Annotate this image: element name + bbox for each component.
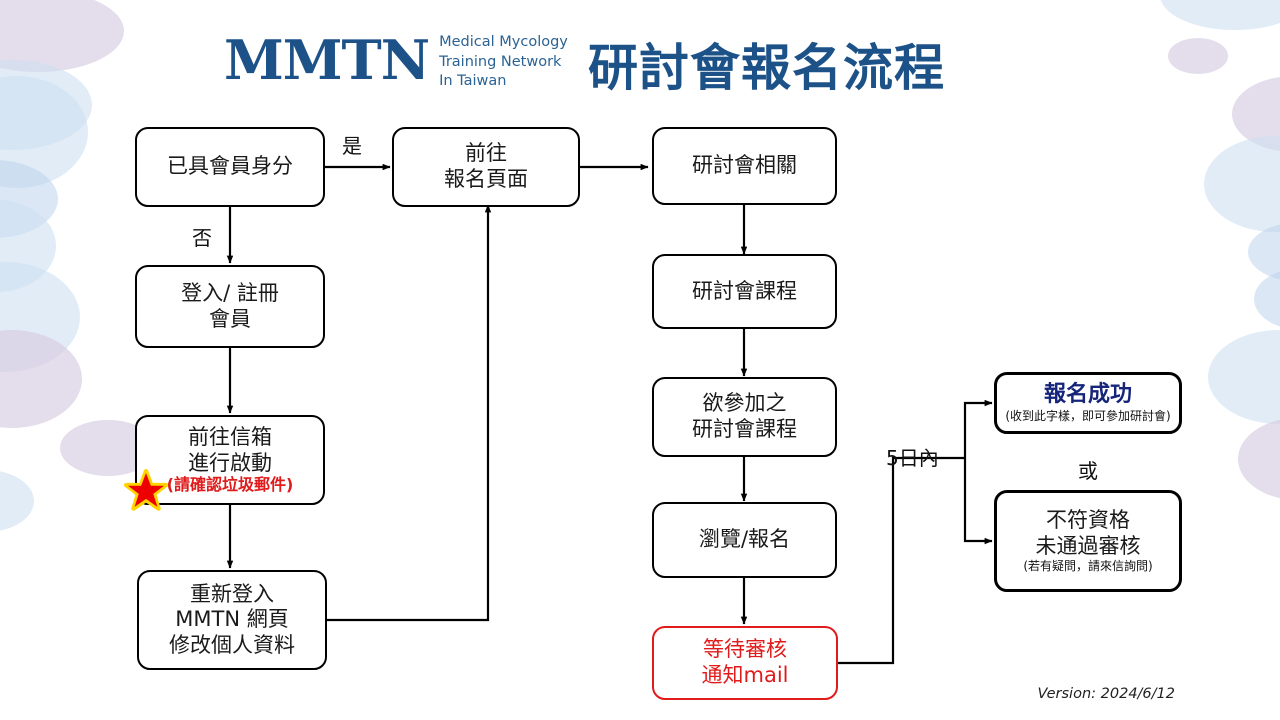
node-relogin-edit[interactable]: 重新登入 MMTN 網頁 修改個人資料	[137, 570, 327, 670]
node-seminar-info-line-1: 研討會相關	[692, 153, 797, 178]
page-title: 研討會報名流程	[588, 39, 945, 97]
logo-subtitle-line-2: Training Network	[439, 53, 562, 70]
node-login-register-line-2: 會員	[209, 306, 251, 331]
edge-label-5days: 5日內	[886, 446, 939, 470]
edge-await-to-success	[963, 399, 993, 458]
edge-label-no: 否	[192, 226, 212, 250]
edge-label-yes: 是	[342, 134, 362, 158]
node-activate-mail-note: (請確認垃圾郵件)	[166, 475, 294, 495]
node-registration-rejected-line-1: 不符資格	[1046, 508, 1130, 533]
node-relogin-edit-line-3: 修改個人資料	[169, 632, 295, 657]
edge-await-to-rejected	[963, 458, 993, 545]
node-member-check-line-1: 已具會員身分	[167, 154, 293, 179]
logo-subtitle: Medical Mycology Training Network In Tai…	[439, 30, 568, 92]
node-registration-rejected-note: (若有疑問，請來信詢問)	[1023, 559, 1153, 574]
node-activate-mail[interactable]: 前往信箱 進行啟動 (請確認垃圾郵件)	[135, 415, 325, 505]
node-activate-mail-line-2: 進行啟動	[188, 450, 272, 475]
node-registration-success-note: (收到此字樣，即可參加研討會)	[1005, 409, 1171, 424]
node-login-register-line-1: 登入/ 註冊	[181, 280, 279, 305]
node-member-check[interactable]: 已具會員身分	[135, 127, 325, 207]
node-desired-course-line-1: 欲參加之	[702, 391, 787, 416]
node-registration-rejected[interactable]: 不符資格 未通過審核 (若有疑問，請來信詢問)	[994, 490, 1182, 592]
version-label: Version: 2024/6/12	[1037, 686, 1175, 702]
node-desired-course-line-2: 研討會課程	[692, 417, 797, 441]
edge-relogin-to-signup	[327, 204, 492, 622]
node-await-review-line-2: 通知mail	[701, 663, 789, 687]
node-goto-signup[interactable]: 前往 報名頁面	[392, 127, 580, 207]
mmtn-logo: MMTN Medical Mycology Training Network I…	[224, 30, 568, 92]
logo-subtitle-line-1: Medical Mycology	[439, 34, 568, 50]
node-await-review-line-1: 等待審核	[703, 637, 787, 662]
edge-await-trunk	[838, 456, 965, 665]
red-star-icon	[124, 469, 168, 511]
node-registration-rejected-line-2: 未通過審核	[1035, 533, 1141, 558]
node-browse-signup-line-1: 瀏覽/報名	[698, 527, 791, 552]
node-seminar-course-line-1: 研討會課程	[692, 278, 797, 303]
edge-label-or: 或	[1078, 459, 1098, 483]
node-registration-success-line-1: 報名成功	[1043, 382, 1132, 408]
logo-wordmark: MMTN	[224, 28, 430, 93]
logo-subtitle-line-3: In Taiwan	[439, 73, 507, 90]
node-seminar-course[interactable]: 研討會課程	[652, 254, 837, 329]
node-activate-mail-line-1: 前往信箱	[188, 425, 272, 450]
node-desired-course[interactable]: 欲參加之 研討會課程	[652, 377, 837, 457]
node-seminar-info[interactable]: 研討會相關	[652, 127, 837, 205]
node-login-register[interactable]: 登入/ 註冊 會員	[135, 265, 325, 348]
node-goto-signup-line-2: 報名頁面	[444, 167, 528, 191]
node-goto-signup-line-1: 前往	[465, 141, 507, 166]
node-browse-signup[interactable]: 瀏覽/報名	[652, 502, 837, 578]
node-await-review[interactable]: 等待審核 通知mail	[652, 626, 838, 700]
node-registration-success[interactable]: 報名成功 (收到此字樣，即可參加研討會)	[994, 372, 1182, 434]
node-relogin-edit-line-2: MMTN 網頁	[175, 607, 289, 632]
node-relogin-edit-line-1: 重新登入	[190, 581, 274, 606]
